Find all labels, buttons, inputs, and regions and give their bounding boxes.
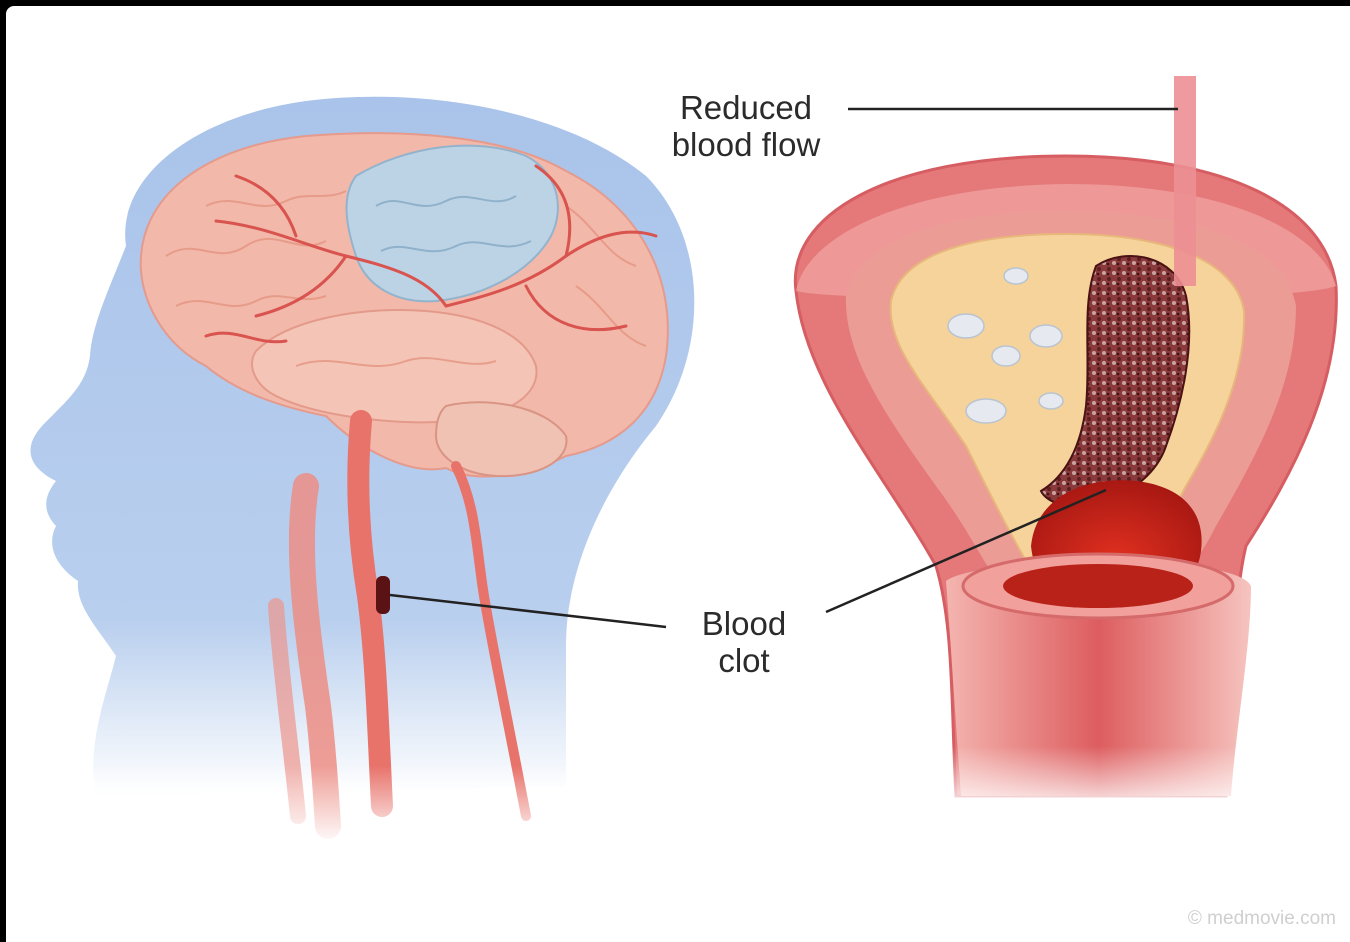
blood-clot-text: Blood clot	[664, 606, 824, 680]
carotid-clot	[376, 576, 390, 614]
blood-clot-label: Blood clot	[664, 606, 824, 680]
illustration-panel: Reduced blood flow Blood clot © medmovie…	[6, 6, 1350, 942]
reduced-flow-channel	[1174, 76, 1196, 286]
credit-watermark: © medmovie.com	[1188, 908, 1336, 930]
artery-cross-section	[795, 76, 1336, 816]
reduced-blood-flow-text: Reduced blood flow	[626, 90, 866, 164]
reduced-blood-flow-label: Reduced blood flow	[626, 90, 866, 164]
